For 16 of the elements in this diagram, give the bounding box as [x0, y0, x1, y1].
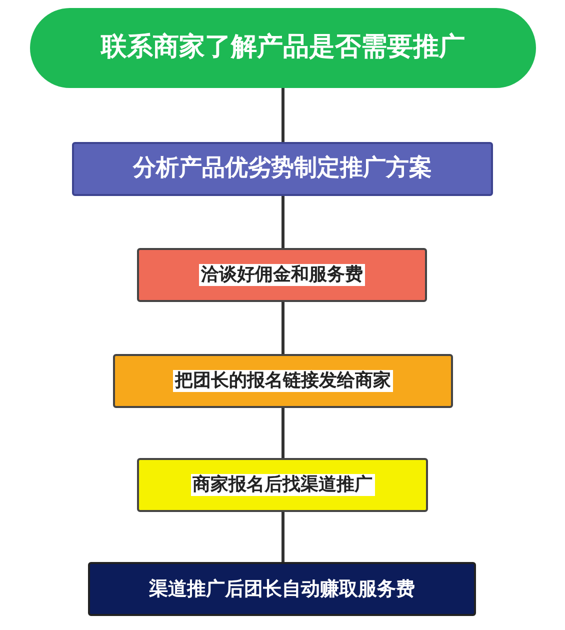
connector-line — [282, 302, 284, 354]
process-box — [113, 354, 453, 408]
connector-line — [282, 88, 284, 142]
step-text: 商家报名后找渠道推广 — [190, 474, 374, 496]
connector-line — [282, 196, 284, 248]
process-box — [72, 142, 493, 196]
step-text: 把团长的报名链接发给商家 — [173, 370, 393, 392]
step-text: 渠道推广后团长自动赚取服务费 — [148, 578, 416, 600]
connector-line — [282, 408, 284, 458]
step-text: 洽谈好佣金和服务费 — [199, 264, 365, 286]
process-box — [88, 562, 476, 616]
step-text: 联系商家了解产品是否需要推广 — [100, 32, 466, 64]
step-text: 分析产品优劣势制定推广方案 — [132, 155, 433, 183]
connector-line — [282, 512, 284, 562]
process-box — [137, 248, 427, 302]
process-box — [137, 458, 428, 512]
